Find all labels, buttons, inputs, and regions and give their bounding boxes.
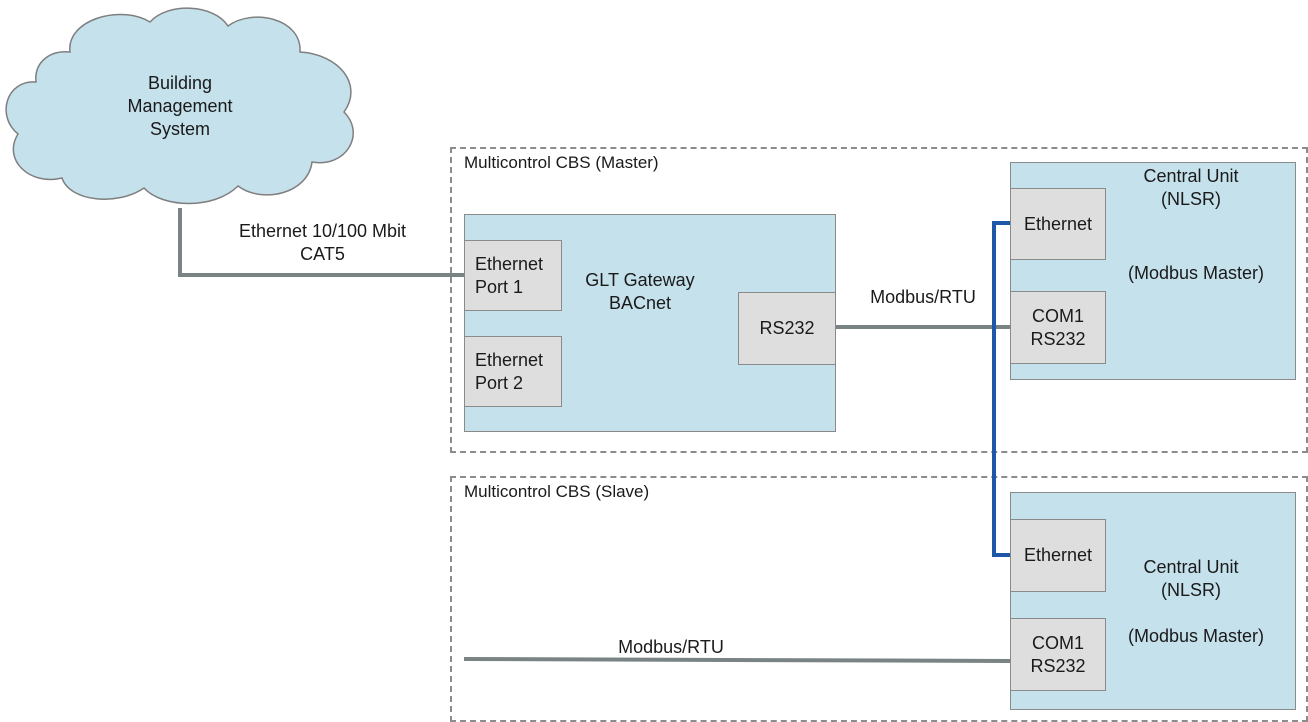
modbus-master-cable-label: Modbus/RTU <box>870 287 976 307</box>
slave-group: Multicontrol CBS (Slave) <box>450 476 1308 722</box>
master-group-title: Multicontrol CBS (Master) <box>464 153 659 172</box>
glt-gateway-title: GLT Gateway BACnet <box>585 270 695 313</box>
slave-group-title: Multicontrol CBS (Slave) <box>464 482 650 501</box>
slave-central-unit-title: Central Unit (NLSR) <box>1143 557 1239 600</box>
slave-central-unit-role: (Modbus Master) <box>1127 626 1265 646</box>
slave-ethernet-port: Ethernet <box>1010 519 1106 592</box>
master-central-unit-title: Central Unit (NLSR) <box>1143 166 1239 209</box>
master-central-unit-role: (Modbus Master) <box>1127 263 1265 283</box>
modbus-slave-cable-label: Modbus/RTU <box>618 637 724 657</box>
ethernet-port-1: Ethernet Port 1 <box>464 240 562 311</box>
gateway-rs232-port: RS232 <box>738 292 836 365</box>
cloud-label: Building Management System <box>127 73 233 139</box>
ethernet-port-2: Ethernet Port 2 <box>464 336 562 407</box>
master-ethernet-port: Ethernet <box>1010 188 1106 260</box>
ethernet-cable-label: Ethernet 10/100 Mbit CAT5 <box>238 221 407 264</box>
master-group: Multicontrol CBS (Master) <box>450 147 1308 453</box>
master-com1-port: COM1 RS232 <box>1010 291 1106 364</box>
slave-com1-port: COM1 RS232 <box>1010 618 1106 691</box>
